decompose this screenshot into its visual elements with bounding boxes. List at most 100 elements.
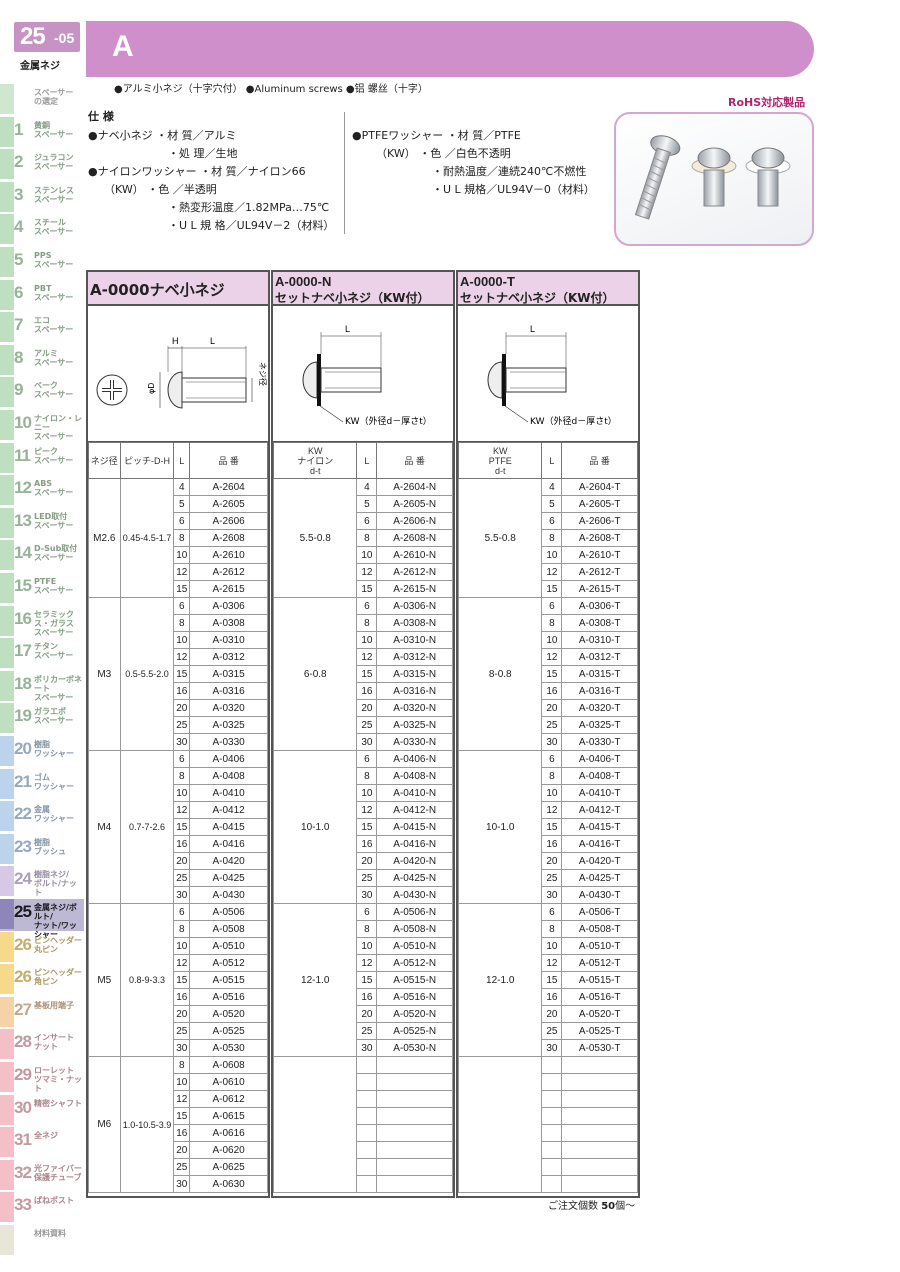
part-number-cell: A-0306 <box>189 597 268 615</box>
part-number-cell: A-0525 <box>189 1022 268 1040</box>
table-title: A-0000ナベ小ネジ <box>90 281 225 299</box>
length-cell: 15 <box>173 971 191 989</box>
length-cell: 20 <box>173 852 191 870</box>
screw-size-cell: M4 <box>88 750 121 904</box>
part-number-cell: A-0530-T <box>561 1039 638 1057</box>
length-cell: 25 <box>541 716 563 734</box>
sidebar-item-number: 32 <box>14 1162 32 1182</box>
table-row <box>274 1090 453 1108</box>
sidebar-item-label: PBT スペーサー <box>34 283 74 302</box>
length-cell: 8 <box>173 920 191 938</box>
sidebar-item-label: ジュラコン スペーサー <box>34 153 74 172</box>
part-number-cell: A-0510-N <box>376 937 453 955</box>
length-cell: 15 <box>173 818 191 836</box>
sidebar-item-number: 7 <box>14 315 24 335</box>
sidebar-color-bar <box>0 410 14 440</box>
table-subtitle: セットナベ小ネジ（KW付） <box>275 291 430 305</box>
sidebar-item-label: PPS スペーサー <box>34 251 74 269</box>
part-number-cell: A-0412-T <box>561 801 638 819</box>
length-cell: 8 <box>356 529 378 547</box>
order-suffix: 個～ <box>615 1201 636 1212</box>
length-cell: 8 <box>356 614 378 632</box>
length-cell: 12 <box>541 563 563 581</box>
dim-thread-label: ネジ径 <box>258 362 268 386</box>
length-cell: 15 <box>541 665 563 683</box>
sidebar-item[interactable]: スペーサー の選定 <box>0 84 84 116</box>
length-cell: 6 <box>356 512 378 530</box>
sidebar-color-bar <box>0 638 14 669</box>
sidebar-item-number: 28 <box>14 1032 32 1052</box>
sidebar-item-label: インサート ナット <box>34 1033 74 1052</box>
sidebar-item-number: 11 <box>14 445 31 465</box>
length-cell: 10 <box>173 937 191 955</box>
length-cell <box>541 1056 563 1074</box>
length-cell: 5 <box>173 495 191 513</box>
length-cell: 15 <box>356 971 378 989</box>
sidebar-item-number: 26 <box>14 967 32 987</box>
part-number-cell: A-0330 <box>189 733 268 751</box>
table-row <box>459 1175 638 1193</box>
length-cell: 12 <box>173 648 191 666</box>
col-header: L <box>356 442 378 479</box>
length-cell: 16 <box>173 988 191 1006</box>
sidebar-item[interactable]: 材料資料 <box>0 1225 84 1257</box>
part-number-cell <box>561 1056 638 1074</box>
sidebar-item-number: 8 <box>14 347 24 367</box>
length-cell: 8 <box>541 920 563 938</box>
sidebar-item-label: 樹脂 ブッシュ <box>34 837 66 856</box>
part-number-cell: A-2604 <box>189 478 268 496</box>
part-number-cell: A-0515 <box>189 971 268 989</box>
length-cell: 6 <box>356 597 378 615</box>
part-number-cell: A-0412-N <box>376 801 453 819</box>
part-number-cell: A-0316 <box>189 682 268 700</box>
sidebar-color-bar <box>0 279 14 310</box>
sidebar-item-number: 25 <box>14 902 32 921</box>
sidebar-color-bar <box>0 1159 14 1190</box>
part-number-cell <box>561 1090 638 1108</box>
length-cell: 6 <box>173 597 191 615</box>
part-number-cell: A-0508 <box>189 920 268 938</box>
part-number-cell: A-0310 <box>189 631 268 649</box>
dimension-drawing: L KW（外径d－厚さt） <box>273 306 453 442</box>
part-number-cell: A-0330-T <box>561 733 638 751</box>
